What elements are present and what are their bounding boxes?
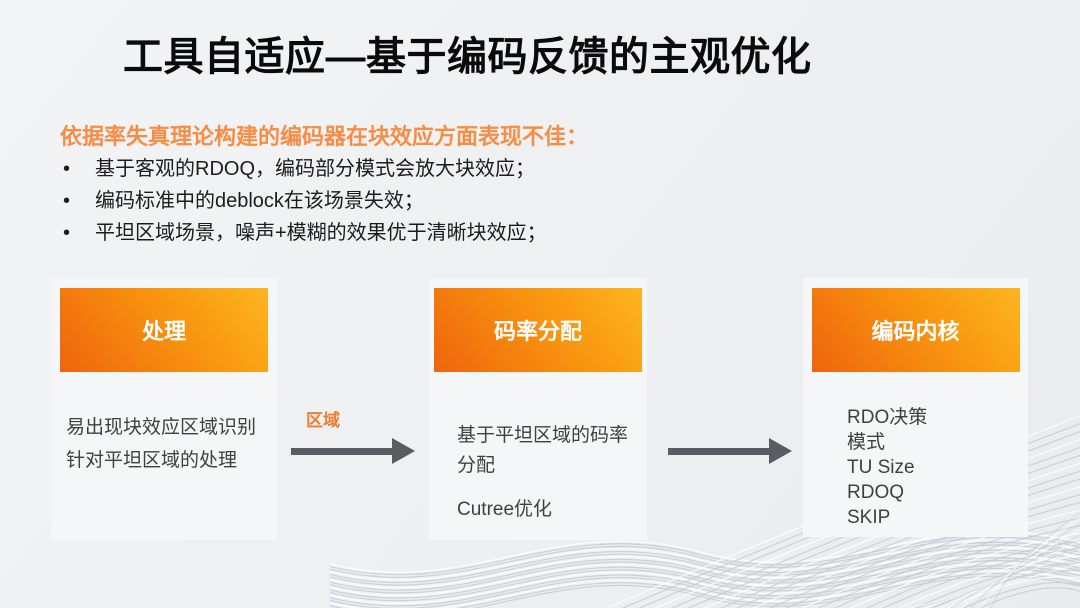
- bullet-list: 基于客观的RDOQ，编码部分模式会放大块效应； 编码标准中的deblock在该场…: [58, 153, 547, 249]
- flow-box-rate-allocation: 码率分配 基于平坦区域的码率分配 Cutree优化: [429, 278, 647, 540]
- flow-box-body: RDO决策 模式 TU Size RDOQ SKIP: [847, 405, 1022, 530]
- flow-box-header: 处理: [60, 288, 268, 372]
- right-arrow-icon: [668, 438, 792, 464]
- flow-box-line: SKIP: [847, 507, 891, 528]
- intro-heading: 依据率失真理论构建的编码器在块效应方面表现不佳：: [60, 124, 589, 149]
- flow-box-header: 编码内核: [811, 288, 1020, 372]
- arrow-head: [769, 438, 792, 464]
- flow-box-line: 针对平坦区域的处理: [66, 450, 238, 471]
- arrow-shaft: [668, 447, 769, 455]
- flow-box-line: RDO决策: [847, 407, 928, 428]
- bullet-item: 平坦区域场景，噪声+模糊的效果优于清晰块效应；: [58, 217, 547, 249]
- flow-box-line: 模式: [847, 432, 886, 453]
- flow-box-body: 易出现块效应区域识别 针对平坦区域的处理: [66, 411, 271, 477]
- bullet-item: 编码标准中的deblock在该场景失效；: [58, 185, 547, 217]
- flow-box-line: Cutree优化: [457, 499, 553, 520]
- arrow-head: [392, 438, 415, 464]
- flow-box-encoding-kernel: 编码内核 RDO决策 模式 TU Size RDOQ SKIP: [803, 278, 1028, 537]
- right-arrow-icon: [291, 438, 415, 464]
- flow-box-line: 易出现块效应区域识别: [66, 417, 257, 438]
- flow-box-line: TU Size: [847, 457, 915, 478]
- slide-title: 工具自适应—基于编码反馈的主观优化: [123, 35, 812, 79]
- flow-box-line: RDOQ: [847, 482, 904, 503]
- arrow-label-region: 区域: [306, 411, 340, 430]
- flow-box-line: 基于平坦区域的码率分配: [457, 425, 629, 476]
- flow-box-body: 基于平坦区域的码率分配 Cutree优化: [457, 421, 633, 525]
- arrow-shaft: [291, 447, 392, 455]
- flow-box-processing: 处理 易出现块效应区域识别 针对平坦区域的处理: [51, 278, 277, 540]
- flow-box-header: 码率分配: [434, 288, 642, 372]
- bullet-item: 基于客观的RDOQ，编码部分模式会放大块效应；: [58, 153, 547, 185]
